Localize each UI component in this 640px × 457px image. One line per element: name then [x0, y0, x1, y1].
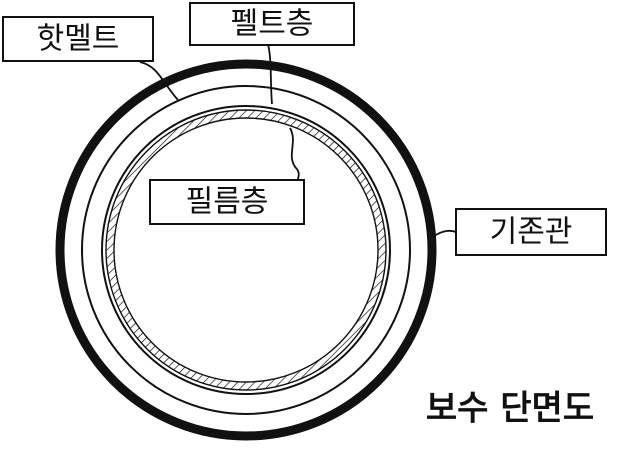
hot-melt-label: 핫멜트: [2, 16, 154, 62]
existing-pipe-label: 기존관: [455, 208, 607, 256]
film-layer-ring: [106, 110, 386, 390]
film-layer-outer-edge: [105, 109, 387, 391]
felt-layer-ring: [101, 105, 391, 395]
hot-melt-label-box: [2, 16, 154, 62]
felt-layer-leader-line: [267, 43, 273, 105]
felt-layer-label-box: [189, 2, 355, 46]
felt-layer-label: 펠트층: [189, 2, 355, 46]
film-layer-label-box: [149, 179, 305, 225]
hot-melt-leader-line: [139, 61, 179, 101]
film-layer-inner-edge: [113, 117, 379, 383]
hot-melt-ring: [81, 85, 411, 415]
film-layer-label-text: 필름층: [186, 185, 269, 220]
felt-layer-label-text: 펠트층: [231, 7, 314, 42]
hot-melt-label-text: 핫멜트: [37, 22, 120, 57]
existing-pipe-leader-line: [433, 229, 457, 237]
film-layer-label: 필름층: [149, 179, 305, 225]
existing-pipe-ring: [55, 59, 437, 441]
diagram-caption: 보수 단면도: [426, 389, 594, 429]
existing-pipe-label-box: [455, 208, 607, 256]
existing-pipe-label-text: 기존관: [490, 215, 573, 250]
